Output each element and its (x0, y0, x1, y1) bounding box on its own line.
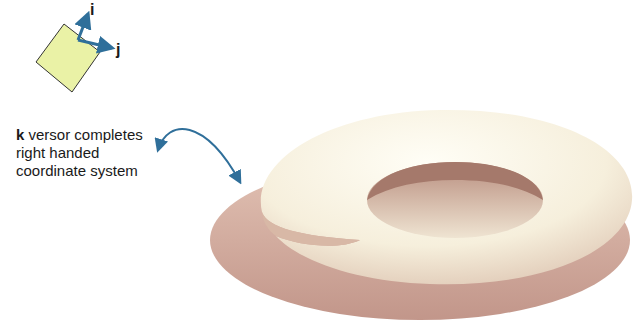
axis-label: i (90, 0, 94, 19)
twisted-torus (210, 110, 632, 320)
pointer-arrow (158, 129, 240, 182)
plane-patch (36, 24, 100, 92)
i-axis-arrow (78, 14, 88, 40)
callout-note: k versor completes right handed coordina… (16, 126, 166, 180)
axis-label: j (116, 40, 120, 59)
j-axis-arrow (78, 40, 112, 48)
